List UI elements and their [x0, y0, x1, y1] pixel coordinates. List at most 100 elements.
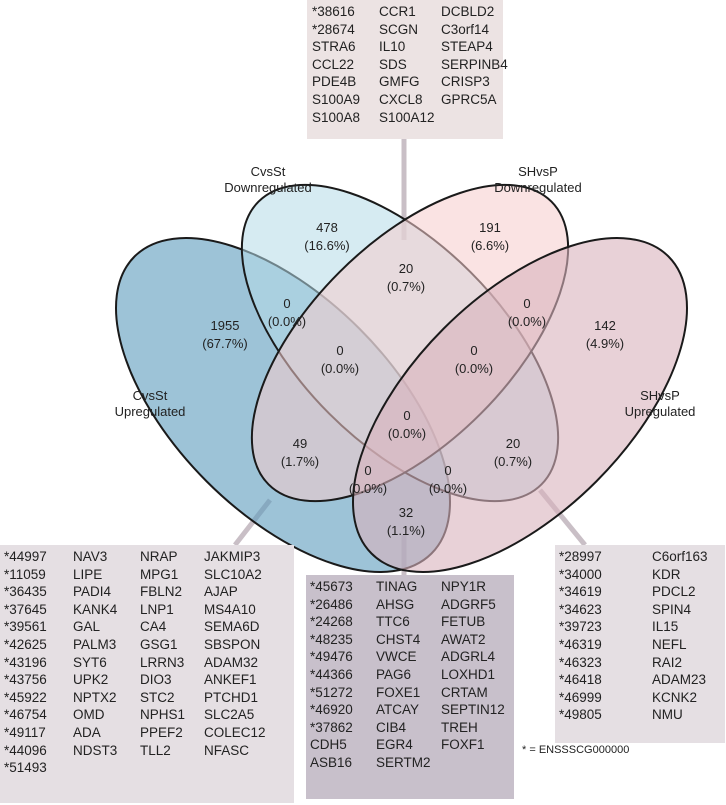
gene-item: SBSPON: [204, 636, 261, 652]
region-both-up: 32(1.1%): [387, 505, 425, 538]
region-cvsst-up-only: 1955(67.7%): [202, 318, 248, 351]
gene-item: GMFG: [379, 74, 420, 90]
gene-item: SERPINB4: [441, 56, 508, 72]
gene-item: PALM3: [73, 636, 117, 652]
region-cvsst-down-only: 478(16.6%): [304, 220, 350, 253]
gene-item: CRISP3: [441, 74, 490, 90]
gene-item: *44997: [4, 549, 47, 564]
region-labels: 1955(67.7%) 478(16.6%) 191(6.6%) 142(4.9…: [202, 220, 624, 538]
gene-item: IL15: [652, 619, 679, 635]
gene-list-top: *38616 *28674 STRA6 CCL22 PDE4B S100A9 S…: [307, 0, 508, 139]
gene-col: NPY1R ADGRF5 FETUB AWAT2 ADGRL4 LOXHD1 C…: [441, 578, 505, 754]
set-ellipses: [115, 183, 688, 573]
gene-item: SLC10A2: [204, 566, 262, 582]
gene-item: KDR: [652, 566, 681, 582]
gene-item: SEMA6D: [204, 619, 260, 635]
gene-item: *46319: [559, 636, 602, 652]
gene-item: NEFL: [652, 636, 687, 652]
gene-item: TINAG: [376, 579, 418, 594]
gene-item: *34619: [559, 584, 602, 600]
gene-item: *26486: [310, 596, 353, 612]
gene-item: ATCAY: [376, 702, 420, 718]
gene-col: JAKMIP3 SLC10A2 AJAP MS4A10 SEMA6D SBSPO…: [204, 548, 266, 759]
gene-col: NRAP MPG1 FBLN2 LNP1 CA4 GSG1 LRRN3 DIO3…: [140, 548, 185, 759]
gene-item: ASB16: [310, 754, 353, 770]
gene-item: PDE4B: [312, 74, 357, 90]
gene-item: MS4A10: [204, 601, 256, 617]
gene-item: SDS: [379, 56, 407, 72]
region-shvsp-down-only: 191(6.6%): [471, 220, 509, 253]
gene-item: GAL: [73, 619, 101, 635]
gene-item: TTC6: [376, 614, 410, 630]
region-all-four: 0(0.0%): [388, 408, 426, 441]
gene-col: *45673 *26486 *24268 *48235 *49476 *4436…: [310, 578, 353, 772]
gene-item: SCGN: [379, 21, 419, 37]
gene-item: *51272: [310, 684, 353, 700]
gene-item: IL10: [379, 39, 406, 55]
gene-item: *51493: [4, 760, 47, 776]
gene-col: C6orf163 KDR PDCL2 SPIN4 IL15 NEFL RAI2 …: [652, 548, 708, 724]
gene-item: NDST3: [73, 742, 118, 758]
gene-item: JAKMIP3: [204, 549, 261, 564]
gene-item: SYT6: [73, 654, 107, 670]
gene-item: CHST4: [376, 631, 421, 647]
region-three-d: 0(0.0%): [429, 463, 467, 496]
gene-item: *46754: [4, 707, 47, 723]
gene-item: *34000: [559, 566, 602, 582]
gene-item: *42625: [4, 636, 47, 652]
gene-item: NPY1R: [441, 579, 487, 594]
gene-item: GPRC5A: [441, 91, 497, 107]
region-shvsp-down-up: 0(0.0%): [508, 296, 546, 329]
gene-item: PTCHD1: [204, 689, 259, 705]
gene-item: *49117: [4, 724, 46, 740]
gene-item: C6orf163: [652, 549, 708, 564]
gene-item: *36435: [4, 584, 47, 600]
gene-item: COLEC12: [204, 724, 266, 740]
gene-item: TREH: [441, 719, 478, 735]
gene-item: C3orf14: [441, 21, 490, 37]
gene-item: *46323: [559, 654, 602, 670]
gene-item: GSG1: [140, 636, 178, 652]
gene-item: STEAP4: [441, 39, 493, 55]
gene-item: CXCL8: [379, 91, 423, 107]
gene-item: CRTAM: [441, 684, 488, 700]
region-three-c: 0(0.0%): [349, 463, 387, 496]
gene-col: DCBLD2 C3orf14 STEAP4 SERPINB4 CRISP3 GP…: [441, 3, 508, 109]
gene-item: *28997: [559, 549, 602, 564]
gene-item: FETUB: [441, 614, 486, 630]
gene-item: S100A12: [379, 109, 435, 125]
gene-item: SLC2A5: [204, 707, 255, 723]
gene-item: *45922: [4, 689, 47, 705]
region-both-down: 20(0.7%): [387, 261, 425, 294]
gene-item: CA4: [140, 619, 167, 635]
gene-col: NAV3 LIPE PADI4 KANK4 GAL PALM3 SYT6 UPK…: [73, 548, 117, 759]
gene-list-bottom-middle: *45673 *26486 *24268 *48235 *49476 *4436…: [306, 575, 514, 799]
gene-item: RAI2: [652, 654, 683, 670]
gene-col: CCR1 SCGN IL10 SDS GMFG CXCL8 S100A12: [379, 3, 435, 126]
gene-item: STRA6: [312, 39, 356, 55]
gene-item: UPK2: [73, 672, 109, 688]
gene-item: KCNK2: [652, 689, 698, 705]
gene-item: VWCE: [376, 649, 417, 665]
gene-item: FOXE1: [376, 684, 421, 700]
gene-col: *44997 *11059 *36435 *37645 *39561 *4262…: [4, 548, 47, 777]
gene-item: LNP1: [140, 601, 174, 617]
gene-item: LOXHD1: [441, 666, 496, 682]
gene-item: *46418: [559, 672, 602, 688]
gene-item: *39561: [4, 619, 47, 635]
gene-item: *43756: [4, 672, 47, 688]
gene-item: MPG1: [140, 566, 179, 582]
gene-item: LRRN3: [140, 654, 185, 670]
gene-col: *28997 *34000 *34619 *34623 *39723 *4631…: [559, 548, 602, 724]
gene-list-bottom-left: *44997 *11059 *36435 *37645 *39561 *4262…: [0, 545, 294, 803]
gene-item: AJAP: [204, 584, 238, 600]
gene-item: LIPE: [73, 566, 103, 582]
gene-item: SERTM2: [376, 754, 431, 770]
gene-item: ANKEF1: [204, 672, 257, 688]
gene-item: ADAM23: [652, 672, 707, 688]
gene-item: NFASC: [204, 742, 250, 758]
gene-list-bottom-right: *28997 *34000 *34619 *34623 *39723 *4631…: [555, 545, 725, 743]
region-cvsst-up-shvsp-down: 49(1.7%): [281, 436, 319, 469]
